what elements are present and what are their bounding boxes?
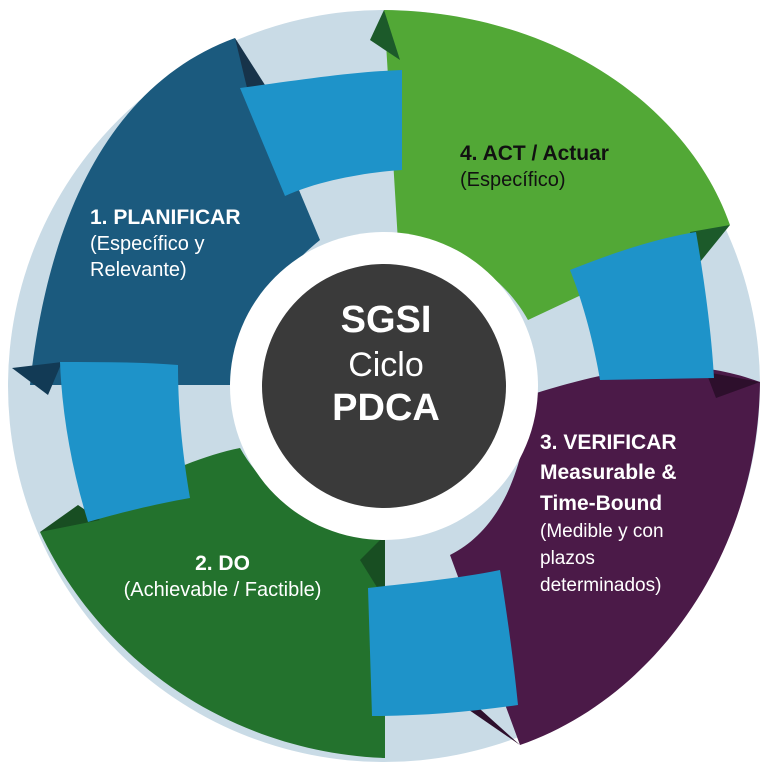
verify-title-line3: Time-Bound [540,491,663,515]
segment-act [384,10,730,320]
center-title-line3: PDCA [332,387,440,430]
segment-label-act: 4. ACT / Actuar (Específico) [460,140,720,193]
segment-do [40,448,385,758]
connector-plan-act [240,70,402,196]
act-title: 4. ACT / Actuar [460,142,609,165]
joint-accent-top [235,38,265,92]
center-disc [262,264,506,508]
connector-do-plan [60,362,190,522]
act-subtitle: (Específico) [460,169,566,192]
joint-accent-bottom [360,535,385,600]
verify-title-line2: Measurable & [540,461,677,485]
segment-verify [450,366,760,745]
do-title: 2. DO [195,552,250,575]
joint-accent-verify [706,372,760,398]
center-title-line2: Ciclo [348,345,424,384]
do-subtitle: (Achievable / Factible) [123,579,322,602]
joint-accent-act [370,10,400,60]
joint-accent-left [12,362,62,395]
verify-subtitle-line1: (Medible y con [540,521,664,543]
plan-title: 1. PLANIFICAR [90,206,241,229]
verify-subtitle-line3: determinados) [540,574,662,596]
segment-label-verify: 3. VERIFICAR Measurable & Time-Bound (Me… [540,428,765,599]
connector-verify-do [368,570,518,716]
center-title: SGSI Ciclo PDCA [268,298,504,476]
plan-subtitle-line2: Relevante) [90,259,187,282]
joint-accent-right [690,225,730,262]
center-title-line1: SGSI [340,299,432,341]
segment-label-plan: 1. PLANIFICAR (Específico y Relevante) [90,204,350,283]
verify-subtitle-line2: plazos [540,547,595,569]
verify-title-line1: 3. VERIFICAR [540,431,677,454]
connector-act-verify [570,232,714,380]
plan-subtitle-line1: (Específico y [90,233,205,256]
segment-plan [30,38,320,385]
segment-label-do: 2. DO (Achievable / Factible) [70,550,375,603]
